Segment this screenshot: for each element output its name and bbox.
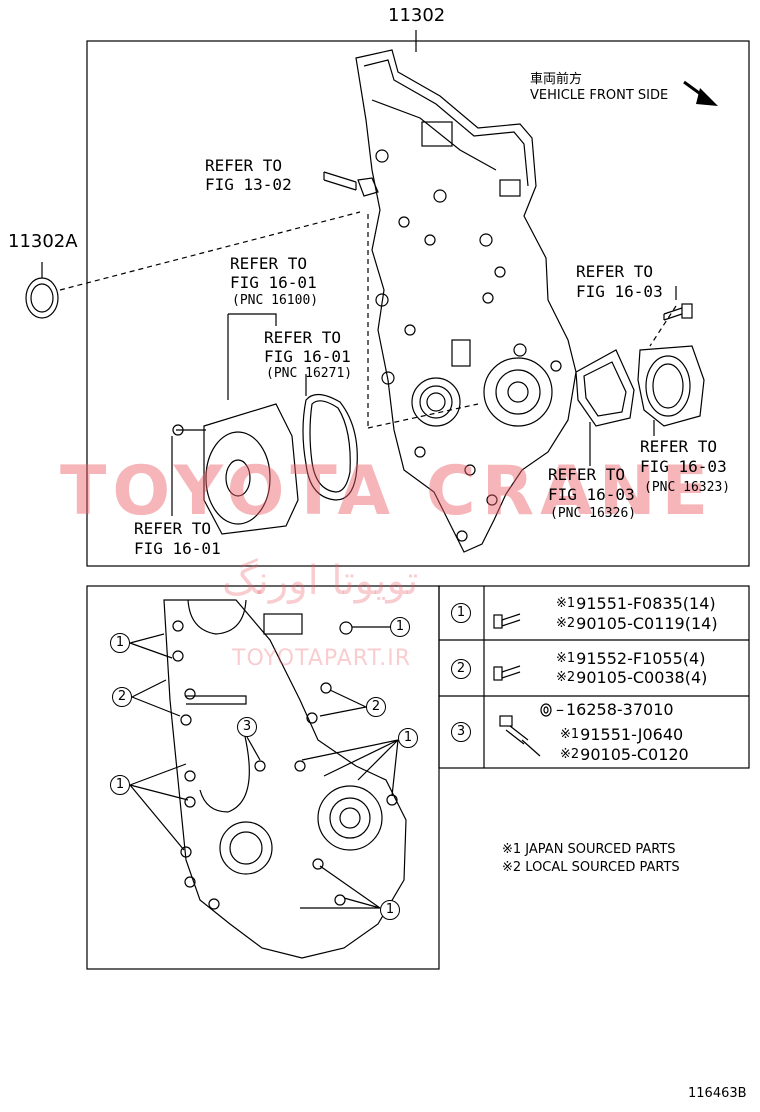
legend-3-washer-leader: – <box>556 700 564 719</box>
callout-bolt-1-b: 1 <box>110 775 130 795</box>
legend-3-row-2-part: 90105-C0120 <box>580 745 689 764</box>
legend-1-row-2-part: 90105-C0119(14) <box>576 614 718 633</box>
ref-fig-16-01-a-line1: REFER TO <box>230 254 308 273</box>
legend-2-row-2-part: 90105-C0038(4) <box>576 668 708 687</box>
washer-icon <box>540 703 552 717</box>
ref-fig-16-03-a-line2: FIG 16-03 <box>576 282 663 301</box>
bolt-1-icon <box>494 612 520 630</box>
legend-1-row-1-mark: ※1 <box>556 596 576 611</box>
legend-1-row-2-mark: ※2 <box>556 616 576 631</box>
legend-3-washer: – 16258-37010 <box>556 700 674 719</box>
ref-fig-16-01-b-line2: FIG 16-01 <box>264 347 351 366</box>
vehicle-front-arrow-icon <box>696 84 697 85</box>
legend-2-row-2: ※2 90105-C0038(4) <box>556 668 707 687</box>
ref-fig-16-01-c-line1: REFER TO <box>134 519 212 538</box>
legend-2-row-2-mark: ※2 <box>556 670 576 685</box>
ref-fig-16-01-c-line2: FIG 16-01 <box>134 539 221 558</box>
assembly-part-number: 11302 <box>388 5 446 26</box>
bolt-2-icon <box>494 664 520 682</box>
watermark-main: TOYOTA CRANE <box>60 452 715 531</box>
legend-3-row-1: ※1 91551-J0640 <box>560 725 683 744</box>
legend-2-row-1-part: 91552-F1055(4) <box>576 649 706 668</box>
ref-fig-16-01-b-pnc: (PNC 16271) <box>266 366 353 381</box>
ref-fig-16-01-b-line1: REFER TO <box>264 328 342 347</box>
callout-bolt-1-d: 1 <box>398 728 418 748</box>
ref-fig-16-01-a-line2: FIG 16-01 <box>230 273 317 292</box>
ref-fig-16-03-c-line2: FIG 16-03 <box>548 485 635 504</box>
legend-num-2: 2 <box>451 659 471 679</box>
callout-bolt-1-c: 1 <box>390 617 410 637</box>
callout-bolt-3: 3 <box>237 717 257 737</box>
legend-1-row-1-part: 91551-F0835(14) <box>576 594 716 613</box>
watermark-persian: تويوتا اورنگ <box>222 558 419 604</box>
oil-seal-part-number: 11302A <box>8 231 78 252</box>
figure-id: 116463B <box>688 1086 747 1101</box>
vehicle-front-jp-label: 車両前方 <box>530 72 583 87</box>
legend-1-row-1: ※1 91551-F0835(14) <box>556 594 716 613</box>
callout-bolt-1-a: 1 <box>110 633 130 653</box>
legend-num-3: 3 <box>451 722 471 742</box>
note-japan-sourced: ※1 JAPAN SOURCED PARTS <box>502 842 676 857</box>
legend-3-row-1-part: 91551-J0640 <box>580 725 684 744</box>
ref-fig-16-03-b-pnc: (PNC 16323) <box>644 480 731 495</box>
legend-3-row-1-mark: ※1 <box>560 727 580 742</box>
legend-num-1: 1 <box>451 603 471 623</box>
legend-3-row-2-mark: ※2 <box>560 747 580 762</box>
ref-fig-16-03-c-pnc: (PNC 16326) <box>550 506 637 521</box>
legend-2-row-1: ※1 91552-F1055(4) <box>556 649 705 668</box>
note-local-sourced: ※2 LOCAL SOURCED PARTS <box>502 860 680 875</box>
ref-fig-16-03-b-line2: FIG 16-03 <box>640 457 727 476</box>
ref-fig-16-01-a-pnc: (PNC 16100) <box>232 293 319 308</box>
callout-bolt-2-b: 2 <box>366 697 386 717</box>
ref-fig-13-02-line1: REFER TO <box>205 156 283 175</box>
bolt-3-icon <box>500 714 530 744</box>
legend-1-row-2: ※2 90105-C0119(14) <box>556 614 718 633</box>
callout-bolt-1-e: 1 <box>380 900 400 920</box>
ref-fig-16-03-b-line1: REFER TO <box>640 437 718 456</box>
legend-3-row-2: ※2 90105-C0120 <box>560 745 689 764</box>
ref-fig-16-03-a-line1: REFER TO <box>576 262 654 281</box>
ref-fig-13-02-line2: FIG 13-02 <box>205 175 292 194</box>
callout-bolt-2-a: 2 <box>112 687 132 707</box>
legend-3-washer-part: 16258-37010 <box>566 700 674 719</box>
vehicle-front-label: VEHICLE FRONT SIDE <box>530 88 669 103</box>
ref-fig-16-03-c-line1: REFER TO <box>548 465 626 484</box>
legend-2-row-1-mark: ※1 <box>556 651 576 666</box>
watermark-url: TOYOTAPART.IR <box>232 646 412 671</box>
